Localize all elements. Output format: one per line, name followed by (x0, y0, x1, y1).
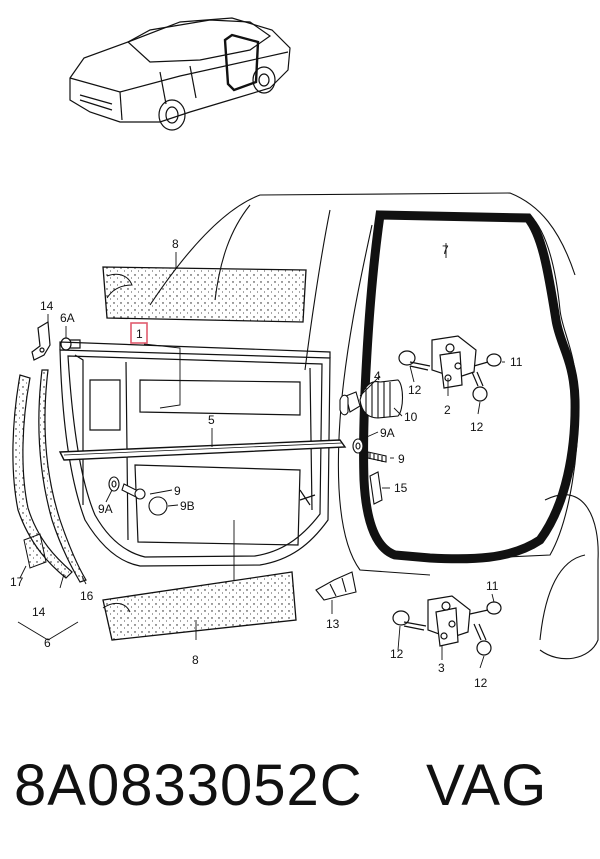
callout-2: 2 (444, 403, 451, 417)
callout-9b: 9B (180, 499, 195, 513)
bolt-upper-right (473, 353, 502, 367)
plug-9b (148, 496, 168, 516)
callout-5: 5 (208, 413, 215, 427)
callout-14-bottom: 14 (32, 605, 46, 619)
callout-11-bottom: 11 (486, 579, 499, 593)
callout-9-left: 9 (174, 484, 181, 498)
callout-7: 7 (442, 243, 449, 257)
door-seal (359, 210, 580, 564)
bracket-14 (31, 320, 51, 361)
callout-9-right: 9 (398, 452, 405, 466)
callout-6: 6 (44, 636, 51, 650)
belt-molding (58, 439, 347, 461)
washer-9a-left (108, 476, 120, 492)
edge-seal-16 (12, 369, 87, 583)
parts-diagram: 1 2 3 4 5 6 6A 7 8 8 9 9 9A 9A 9B 10 11 … (10, 17, 599, 690)
callout-14-top: 14 (40, 299, 54, 313)
door-shell (59, 341, 331, 567)
callout-12-top-right: 12 (470, 420, 484, 434)
brand-text: VAG (426, 753, 548, 818)
callout-15: 15 (394, 481, 408, 495)
part-15 (369, 471, 383, 505)
callout-8-bottom: 8 (192, 653, 199, 667)
callout-17: 17 (10, 575, 24, 589)
callout-4: 4 (374, 369, 381, 383)
callout-labels: 1 2 3 4 5 6 6A 7 8 8 9 9 9A 9A 9B 10 11 … (10, 237, 523, 690)
bolt-upper-bottom (471, 371, 488, 402)
hinge-upper (431, 335, 477, 389)
rubber-buffer-4 (339, 391, 361, 416)
callout-13: 13 (326, 617, 340, 631)
bolt-upper-left (398, 350, 431, 371)
bracket-13 (315, 571, 357, 601)
callout-12-bottom-left: 12 (390, 647, 404, 661)
bolt-lower-left (392, 610, 427, 631)
door-check-10 (359, 379, 404, 419)
trim-panel-lower (102, 571, 297, 641)
callout-9a-right: 9A (380, 426, 395, 440)
callout-1: 1 (136, 327, 143, 341)
bolt-9-left (121, 483, 146, 500)
callout-6a: 6A (60, 311, 75, 325)
callout-11-top: 11 (510, 355, 523, 369)
callout-8-top: 8 (172, 237, 179, 251)
car-thumbnail (69, 17, 291, 131)
callout-16: 16 (80, 589, 94, 603)
callout-12-top-left: 12 (408, 383, 422, 397)
washer-9a-right (352, 438, 364, 454)
leader-lines (17, 243, 505, 669)
callout-10: 10 (404, 410, 418, 424)
hinge-lower (427, 595, 471, 647)
trim-panel-upper (102, 266, 307, 323)
callout-9a-left: 9A (98, 502, 113, 516)
part-number-text: 8A0833052C (14, 753, 363, 818)
seal-pad-17 (23, 533, 47, 569)
highlight-box-1 (130, 322, 148, 344)
clip-6a (60, 337, 81, 351)
callout-3: 3 (438, 661, 445, 675)
bolt-lower-right (469, 601, 502, 615)
callout-12-bottom-right: 12 (474, 676, 488, 690)
bolt-9-right (367, 451, 387, 463)
bolt-lower-bottom (473, 623, 492, 656)
